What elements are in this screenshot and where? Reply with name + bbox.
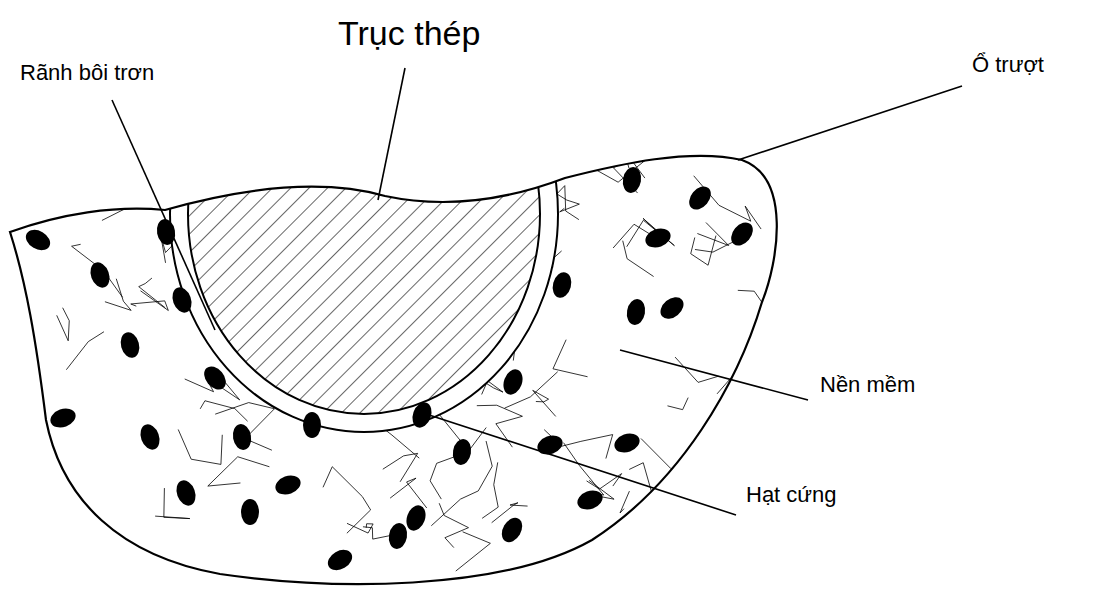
hard-particle [303,412,321,438]
hard-particle [173,478,199,509]
hard-particle [403,503,429,534]
grain-line [178,429,222,464]
hard-particle [643,225,674,251]
lubrication-groove [170,0,558,432]
hard-particle [621,166,643,195]
grain-line [717,369,754,397]
hard-particle [118,330,142,360]
hard-particle [612,430,643,456]
grain-line [765,305,798,340]
bearing-outline [10,156,777,584]
hard-particle [685,182,716,213]
grain-line [208,457,270,486]
grain-line [72,244,123,297]
grain-line [383,453,418,481]
grain-line [556,559,601,572]
grain-line [200,401,247,421]
grain-line [691,236,716,266]
grain-line [533,390,556,416]
grain-line [738,290,762,302]
hard-particle [22,226,54,255]
grain-line [139,278,166,308]
grain-line [697,223,728,246]
leader-line [620,350,808,400]
hard-particle [200,362,231,393]
hard-particle [550,270,574,300]
grain-line [66,332,104,370]
part-label: Nền mềm [820,372,915,397]
part-label: Trục thép [338,14,480,53]
grain-line [553,340,588,377]
grain-line [347,523,373,533]
grain-line [713,565,756,601]
grain-line [678,528,688,550]
hard-particle [625,298,647,327]
grain-line [105,279,131,311]
hard-particle [656,293,687,324]
hard-particle [87,260,113,291]
grain-line [57,308,70,341]
part-label: Hạt cứng [746,482,837,507]
grain-line [131,291,169,311]
hard-particle [498,514,527,546]
grain-line [482,462,498,518]
part-label: Ổ trượt [972,52,1044,77]
leader-line [378,68,405,200]
grain-line [0,551,15,565]
grain-line [532,568,566,598]
grain-line [32,515,87,549]
grain-line [90,167,109,198]
grain-line [649,526,671,566]
grain-line [323,467,371,534]
hard-particle [451,438,473,467]
leader-line [426,414,736,515]
grain-line [629,463,670,519]
hard-particle [273,472,304,498]
hard-particle [727,218,758,249]
grain-line [31,548,71,589]
hard-particle [387,522,409,551]
hard-particle [231,423,253,452]
part-label: Rãnh bôi trơn [20,60,154,85]
hard-particle [324,546,356,575]
hard-particle [48,405,79,431]
hard-particle [137,422,163,453]
grain-line [76,179,107,188]
hard-particle [575,487,606,513]
grain-line [439,503,468,547]
grain-line [667,398,688,410]
leader-line [738,86,962,160]
grain-line [390,478,427,508]
hard-particle [169,285,195,316]
grain-line [695,242,734,252]
grain-line [0,193,43,218]
steel-shaft [188,14,540,414]
grain-line [477,405,523,447]
grain-line [653,538,676,566]
leader-line [112,100,215,330]
grain-line [1,336,20,377]
grain-line [620,491,629,513]
grain-line [456,532,491,571]
grain-line [641,438,705,483]
hard-particle [241,499,259,525]
grain-line [102,182,134,220]
hard-particle [500,367,526,398]
